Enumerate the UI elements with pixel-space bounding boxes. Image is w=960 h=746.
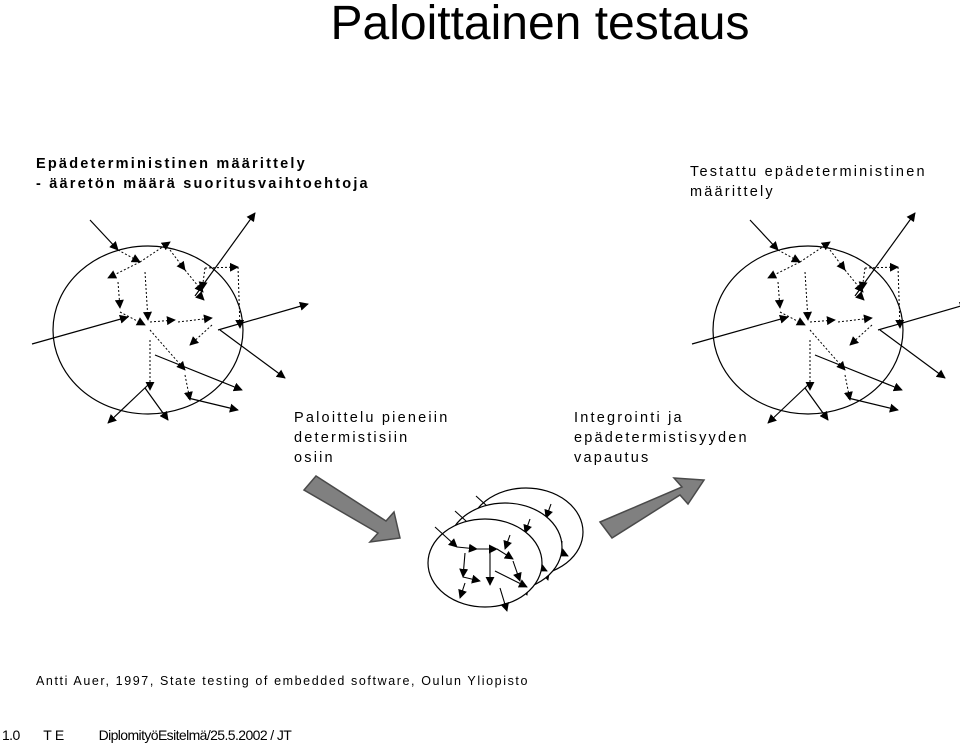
label-line: determistisiin [294,430,410,446]
nondeterministic-state-graph [32,213,308,423]
credit-line: Antti Auer, 1997, State testing of embed… [36,674,530,688]
graph-piece-front [428,519,542,611]
page-title: Paloittainen testaus [330,0,750,50]
footer-doc: DiplomityöEsitelmä/25.5.2002 / JT [98,727,292,743]
label-line: osiin [294,450,335,466]
footer: 1.0 TE DiplomityöEsitelmä/25.5.2002 / JT [2,727,292,743]
footer-version: 1.0 [2,727,20,743]
label-line: epädetermistisyyden [574,430,749,446]
label-line: määrittely [690,184,775,200]
label-nondeterministic-spec: Epädeterministinen määrittely - ääretön … [36,154,370,194]
label-line: Paloittelu pieneiin [294,410,450,426]
label-line: Testattu epädeterministinen [690,164,927,180]
label-line: - ääretön määrä suoritusvaihtoehtoja [36,176,370,192]
footer-dept: TE [43,727,68,743]
block-arrow-right-up-icon [598,477,706,540]
block-arrow-right-down-icon [302,475,401,544]
label-partitioning: Paloittelu pieneiin determistisiin osiin [294,408,449,468]
label-line: Epädeterministinen määrittely [36,156,307,172]
stacked-graph-pieces [428,488,583,611]
label-integration: Integrointi ja epädetermistisyyden vapau… [574,408,749,468]
label-tested-spec: Testattu epädeterministinen määrittely [690,162,927,202]
label-line: Integrointi ja [574,410,684,426]
tested-state-graph [692,213,960,423]
label-line: vapautus [574,450,651,466]
